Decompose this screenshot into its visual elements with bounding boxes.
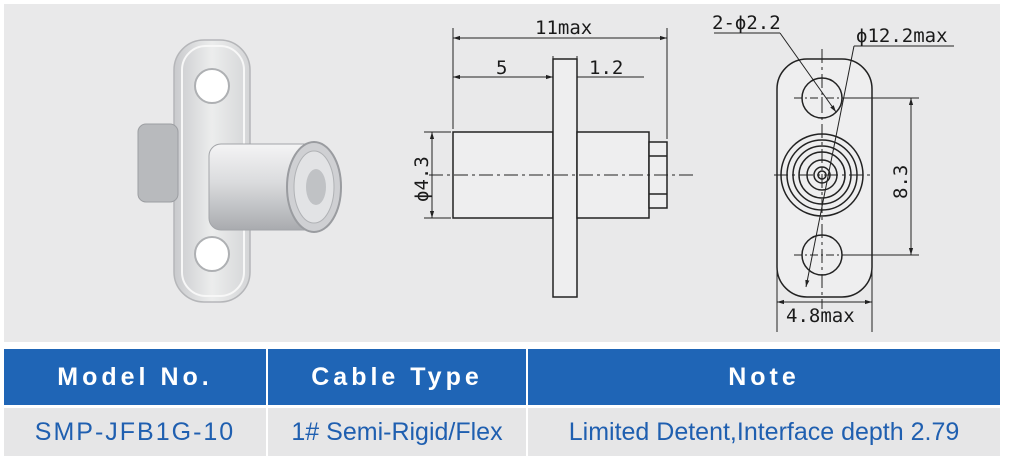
dim-spacing: 8.3: [890, 165, 912, 199]
dim-diameter: ϕ4.3: [411, 156, 433, 202]
side-view-dimensions: [424, 28, 668, 219]
cell-cable-type: 1# Semi-Rigid/Flex: [268, 408, 526, 456]
dim-outer: ϕ12.2max: [856, 25, 948, 47]
header-model-no: Model No.: [4, 349, 266, 405]
dim-flange: 1.2: [589, 57, 623, 79]
header-note: Note: [528, 349, 1000, 405]
header-cable-type: Cable Type: [268, 349, 526, 405]
drawing-panel: 11max 5 1.2 ϕ4.3: [4, 4, 1000, 342]
cell-note: Limited Detent,Interface depth 2.79: [528, 408, 1000, 456]
connector-render: [137, 39, 342, 303]
technical-drawing: 11max 5 1.2 ϕ4.3: [137, 12, 954, 332]
front-view: [774, 49, 873, 309]
dim-width: 4.8max: [786, 305, 855, 327]
front-view-dimensions: [714, 32, 954, 332]
dim-holes: 2-ϕ2.2: [712, 12, 781, 34]
cell-model-no: SMP-JFB1G-10: [4, 408, 266, 456]
dim-length: 11max: [535, 17, 592, 39]
dim-five: 5: [496, 57, 507, 79]
side-view: [429, 58, 694, 298]
